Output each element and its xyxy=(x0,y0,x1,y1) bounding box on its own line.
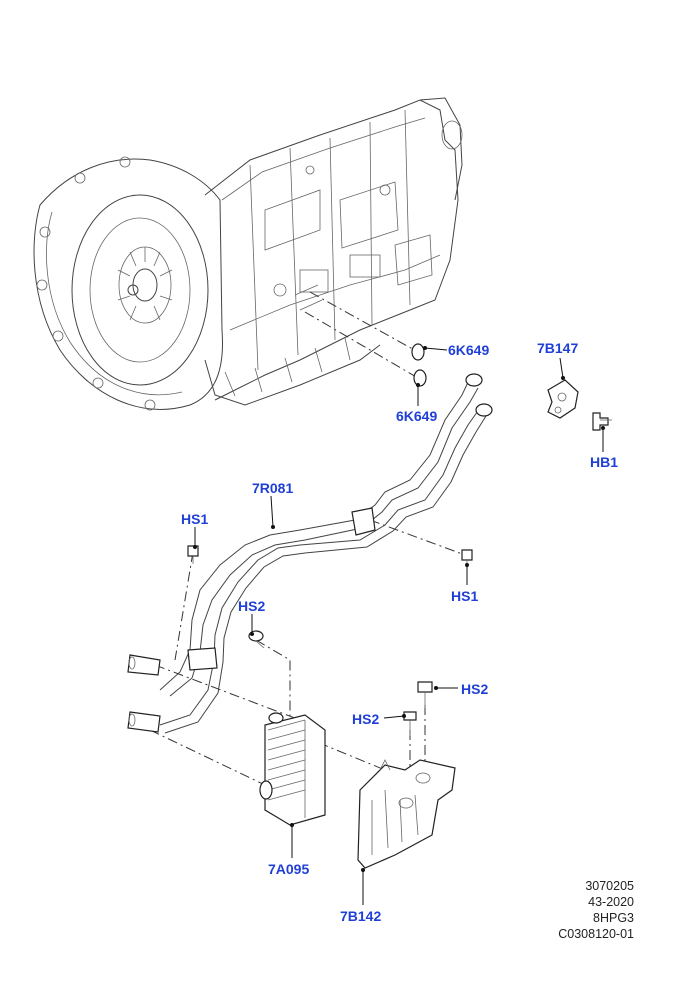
reference-line-1: 3070205 xyxy=(585,879,634,893)
callout-hs1-right[interactable]: HS1 xyxy=(451,588,479,604)
bracket-7b142 xyxy=(357,759,456,869)
bolt-hs2-left xyxy=(248,630,265,649)
callout-7r081[interactable]: 7R081 xyxy=(252,480,294,496)
callout-hs2-left[interactable]: HS2 xyxy=(238,598,266,614)
bolt-hb1 xyxy=(592,412,612,431)
o-ring-lower xyxy=(413,369,427,387)
callout-6k649-lower[interactable]: 6K649 xyxy=(396,408,438,424)
cooler-pipes-7r081 xyxy=(127,373,493,734)
reference-line-3: 8HPG3 xyxy=(593,911,634,925)
callout-6k649-upper[interactable]: 6K649 xyxy=(448,342,490,358)
callout-hs1-left[interactable]: HS1 xyxy=(181,511,209,527)
reference-line-4: C0308120-01 xyxy=(558,927,634,941)
reference-line-2: 43-2020 xyxy=(588,895,634,909)
transmission-assembly xyxy=(33,97,463,411)
oil-cooler-7a095 xyxy=(259,712,326,826)
callout-hs2-top[interactable]: HS2 xyxy=(461,681,489,697)
leader-lines xyxy=(193,346,605,905)
callout-hb1[interactable]: HB1 xyxy=(590,454,619,470)
bracket-7b147 xyxy=(547,379,579,419)
callout-hs2-mid[interactable]: HS2 xyxy=(352,711,380,727)
o-ring-upper xyxy=(411,343,425,361)
bolt-hs2-top xyxy=(417,681,433,708)
callout-7b142[interactable]: 7B142 xyxy=(340,908,382,924)
reference-block: 3070205 43-2020 8HPG3 C0308120-01 xyxy=(558,878,634,942)
bolt-hs1-left xyxy=(187,545,199,564)
callout-7b147[interactable]: 7B147 xyxy=(537,340,579,356)
callout-7a095[interactable]: 7A095 xyxy=(268,861,310,877)
